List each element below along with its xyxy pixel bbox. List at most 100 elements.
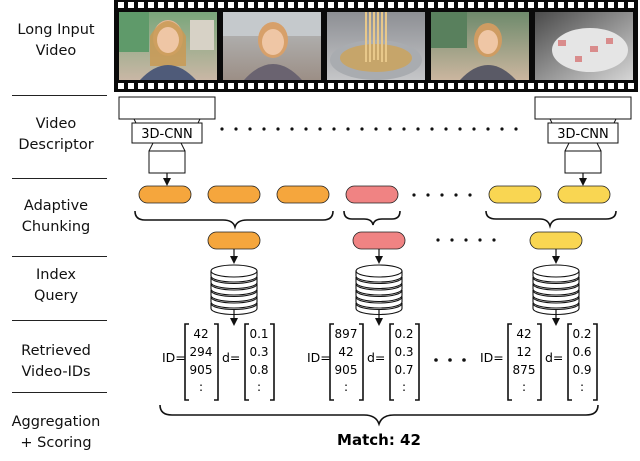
sprocket-hole (518, 83, 524, 89)
cnn-label: 3D-CNN (557, 127, 609, 142)
distance-value: : (580, 380, 584, 394)
sprocket-hole (298, 2, 304, 8)
descriptor-pill (276, 185, 330, 204)
chunk-pill (352, 231, 406, 250)
sprocket-hole (178, 83, 184, 89)
sprocket-hole (148, 2, 154, 8)
sprocket-hole (288, 83, 294, 89)
sprocket-hole (278, 83, 284, 89)
sprocket-hole (498, 83, 504, 89)
sprocket-hole (368, 2, 374, 8)
sprocket-hole (298, 83, 304, 89)
sprocket-hole (308, 83, 314, 89)
sprocket-hole (308, 2, 314, 8)
sprocket-hole (188, 2, 194, 8)
sprocket-hole (378, 83, 384, 89)
sprocket-hole (558, 2, 564, 8)
sprocket-hole (538, 2, 544, 8)
sprocket-hole (628, 83, 634, 89)
descriptor-pill (138, 185, 192, 204)
sprocket-hole (548, 2, 554, 8)
sprocket-hole (388, 2, 394, 8)
sprocket-hole (228, 83, 234, 89)
sprocket-hole (438, 83, 444, 89)
distance-value: 0.2 (572, 327, 591, 341)
film-sprockets-top (118, 2, 634, 8)
sprocket-hole (238, 2, 244, 8)
sprocket-hole (608, 83, 614, 89)
sprocket-hole (548, 83, 554, 89)
sprocket-hole (428, 2, 434, 8)
stage-label-index-query: Index Query (33, 267, 79, 304)
sprocket-hole (318, 2, 324, 8)
sprocket-hole (628, 2, 634, 8)
match-label: Match: 42 (337, 431, 421, 449)
sprocket-hole (478, 83, 484, 89)
sprocket-hole (578, 2, 584, 8)
sprocket-hole (198, 2, 204, 8)
descriptor-pill (557, 185, 611, 204)
sprocket-hole (508, 83, 514, 89)
cnn-module-left: 3D-CNN (118, 96, 216, 186)
d-prefix: d= (367, 350, 385, 365)
sprocket-hole (318, 83, 324, 89)
sprocket-hole (578, 83, 584, 89)
id-value: 905 (190, 363, 213, 377)
sprocket-hole (268, 83, 274, 89)
chunk-brace (134, 210, 334, 230)
stage-label-adaptive-chunking: Adaptive Chunking (21, 198, 91, 235)
database-icon (532, 264, 580, 316)
sprocket-hole (588, 83, 594, 89)
sprocket-hole (448, 83, 454, 89)
sprocket-hole (588, 2, 594, 8)
sprocket-hole (468, 2, 474, 8)
distance-value: 0.3 (249, 345, 268, 359)
ellipsis-dots (436, 238, 496, 242)
sprocket-hole (398, 2, 404, 8)
id-prefix: ID= (307, 350, 331, 365)
descriptor-pill (488, 185, 542, 204)
sprocket-hole (458, 2, 464, 8)
id-value: : (199, 380, 203, 394)
retrieved-group: ID= 897 42 905 : d= 0.2 0.3 0.7 : (307, 323, 420, 401)
sprocket-hole (168, 83, 174, 89)
distance-value: 0.1 (249, 327, 268, 341)
id-value: 875 (513, 363, 536, 377)
stage-divider (12, 392, 107, 393)
sprocket-hole (168, 2, 174, 8)
sprocket-hole (418, 83, 424, 89)
sprocket-hole (538, 83, 544, 89)
sprocket-hole (358, 83, 364, 89)
distance-value: 0.7 (394, 363, 413, 377)
video-frame (223, 12, 321, 80)
descriptor-pill (345, 185, 399, 204)
sprocket-hole (248, 83, 254, 89)
sprocket-hole (238, 83, 244, 89)
chunk-pill (529, 231, 583, 250)
sprocket-hole (528, 83, 534, 89)
distance-value: 0.2 (394, 327, 413, 341)
sprocket-hole (418, 2, 424, 8)
sprocket-hole (268, 2, 274, 8)
sprocket-hole (438, 2, 444, 8)
video-frame (119, 12, 217, 80)
cnn-label: 3D-CNN (141, 127, 193, 142)
distance-value: : (257, 380, 261, 394)
distance-value: 0.3 (394, 345, 413, 359)
id-value: 42 (516, 327, 531, 341)
sprocket-hole (348, 83, 354, 89)
sprocket-hole (328, 83, 334, 89)
sprocket-hole (128, 2, 134, 8)
video-frame (327, 12, 425, 80)
distance-value: 0.6 (572, 345, 591, 359)
sprocket-hole (258, 2, 264, 8)
id-value: : (344, 380, 348, 394)
sprocket-hole (228, 2, 234, 8)
id-prefix: ID= (480, 350, 504, 365)
sprocket-hole (608, 2, 614, 8)
sprocket-hole (158, 83, 164, 89)
sprocket-hole (498, 2, 504, 8)
id-value: 12 (516, 345, 531, 359)
distance-value: 0.8 (249, 363, 268, 377)
sprocket-hole (218, 2, 224, 8)
